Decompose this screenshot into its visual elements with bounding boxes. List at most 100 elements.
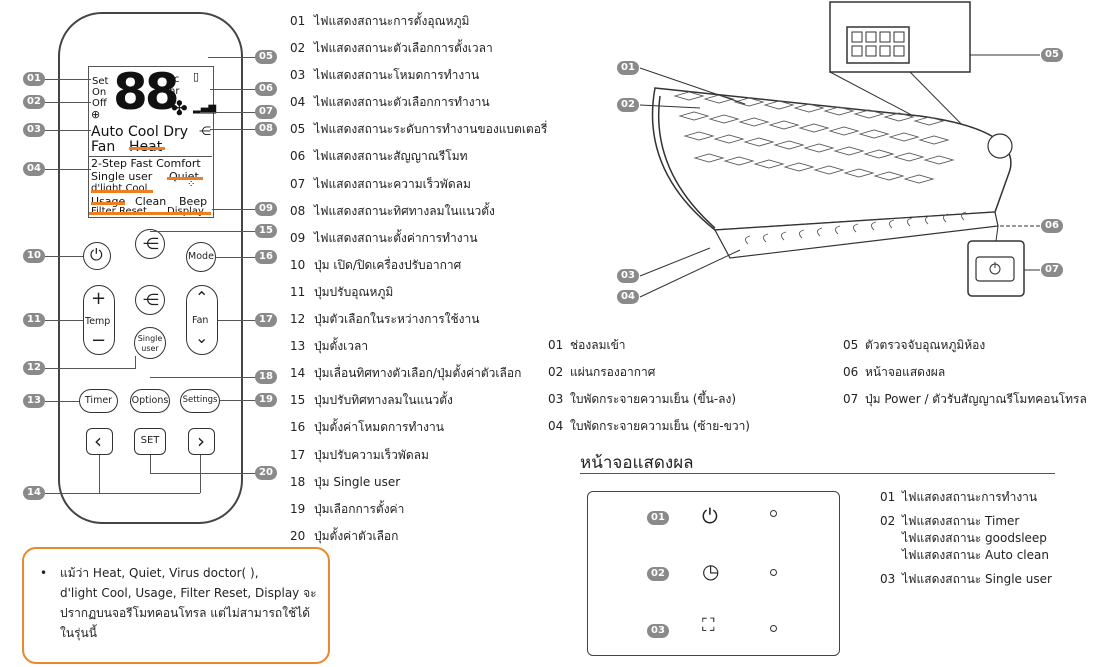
inlet-grille (673, 91, 955, 184)
callout-07: 07 (255, 105, 277, 119)
temp-rocker[interactable]: + Temp − (83, 285, 115, 355)
options-button[interactable]: Options (130, 389, 170, 413)
callout-12: 12 (23, 361, 45, 375)
display-callout-01: 01 (647, 511, 669, 525)
room-sensor-icon (846, 26, 910, 64)
display-panel: 01 ⏻ 02 ◷ 03 ⛶ (587, 491, 840, 656)
leader-line (45, 169, 91, 170)
chevron-down-icon: ⌄ (195, 328, 209, 347)
callout-08: 08 (255, 122, 277, 136)
set-label: SET (140, 435, 160, 446)
lcd-clock-icon: ⊕ (91, 108, 101, 121)
leader-line (45, 320, 83, 321)
lcd-display: Display (167, 206, 204, 217)
leader-line (45, 493, 200, 494)
lcd-digits: 88 (113, 63, 180, 121)
callout-16: 16 (255, 250, 277, 264)
unit-callout-06: 06 (1041, 219, 1063, 233)
vertical-swing-button[interactable]: ⋲ (135, 229, 165, 259)
note-line: d'light Cool, Usage, Filter Reset, Displ… (60, 586, 317, 600)
callout-11: 11 (23, 313, 45, 327)
note-line: แม้ว่า Heat, Quiet, Virus doctor( ), (60, 566, 259, 580)
callout-02: 02 (23, 95, 45, 109)
unit-callout-04: 04 (617, 290, 639, 304)
callout-05: 05 (255, 50, 277, 64)
quiet-strike (167, 177, 203, 180)
lcd-beep: Beep (179, 195, 208, 208)
settings-button[interactable]: Settings (180, 389, 220, 413)
left-arrow-button[interactable]: ‹ (86, 428, 113, 455)
leader-line (210, 129, 255, 130)
callout-03: 03 (23, 123, 45, 137)
leader-line (208, 57, 255, 58)
power-status-icon: ⏻ (702, 504, 718, 528)
settings-label: Settings (182, 395, 218, 405)
leader-line (210, 89, 255, 90)
remote-lcd: Set On Off ⊕ 88 °c hr ▯ ✤ ▂▄▆ Auto Cool … (88, 63, 217, 218)
leader-line (216, 257, 255, 258)
callout-01: 01 (23, 72, 45, 86)
indicator-led (770, 510, 777, 517)
single-user-label: Single user (137, 334, 163, 353)
display-callout-03: 03 (647, 624, 669, 638)
indoor-unit-illustration (639, 1, 1040, 298)
dlight-strike (91, 190, 153, 193)
unit-callout-03: 03 (617, 269, 639, 283)
remote-control (58, 12, 243, 524)
set-button[interactable]: SET (134, 428, 166, 455)
usage-strike (91, 202, 125, 205)
unit-callout-07: 07 (1041, 263, 1063, 277)
fan-icon: ✤ (171, 96, 188, 120)
fan-label: Fan (192, 315, 209, 326)
single-user-icon: ⛶ (702, 615, 715, 636)
heat-strike (129, 147, 165, 150)
minus-icon: − (91, 330, 107, 351)
lcd-dlight: d'light Cool (91, 183, 148, 194)
chevron-left-icon: ‹ (94, 429, 102, 453)
leader-line (220, 400, 255, 401)
swing-toggle-button[interactable]: ⋲ (135, 285, 165, 315)
leader-line (212, 209, 255, 210)
callout-04: 04 (23, 162, 45, 176)
right-arrow-button[interactable]: › (188, 428, 215, 455)
timer-label: Timer (84, 395, 113, 406)
lcd-fan: Fan (91, 139, 116, 155)
mode-label: Mode (188, 251, 214, 262)
chevron-right-icon: › (197, 429, 205, 453)
indicator-led (770, 625, 777, 632)
mode-button[interactable]: Mode (186, 242, 216, 272)
indicator-led (770, 569, 777, 576)
leader-line (150, 231, 255, 232)
swing-icon: ⋲ (143, 234, 159, 253)
plus-icon: + (91, 288, 107, 309)
lcd-opt-row1: 2-Step Fast Comfort (91, 157, 201, 170)
lcd-single-user: Single user (91, 170, 153, 183)
note-bullet: • (40, 566, 48, 580)
fan-speed-bars-icon: ▂▄▆ (193, 103, 217, 114)
lcd-divider (89, 156, 212, 157)
callout-06: 06 (255, 82, 277, 96)
leader-line (45, 130, 91, 131)
single-user-button[interactable]: Single user (134, 327, 166, 359)
leader-line (45, 79, 91, 80)
callout-18: 18 (255, 370, 277, 384)
note-box: • แม้ว่า Heat, Quiet, Virus doctor( ), d… (22, 547, 330, 664)
chevron-up-icon: ⌃ (195, 288, 209, 307)
timer-button[interactable]: Timer (79, 389, 118, 413)
swing-icon: ⋲ (199, 124, 211, 138)
power-button[interactable]: ⏻ (83, 242, 111, 270)
unit-callout-02: 02 (617, 98, 639, 112)
lcd-set: Set (92, 76, 109, 87)
timer-icon: ◷ (702, 559, 720, 583)
fan-rocker[interactable]: ⌃ Fan ⌄ (186, 285, 218, 355)
lcd-clean: Clean (135, 195, 167, 208)
lcd-off: Off (92, 98, 107, 109)
leader-line (200, 112, 255, 113)
unit-callout-01: 01 (617, 61, 639, 75)
callout-13: 13 (23, 394, 45, 408)
unit-power-button (975, 256, 1015, 282)
